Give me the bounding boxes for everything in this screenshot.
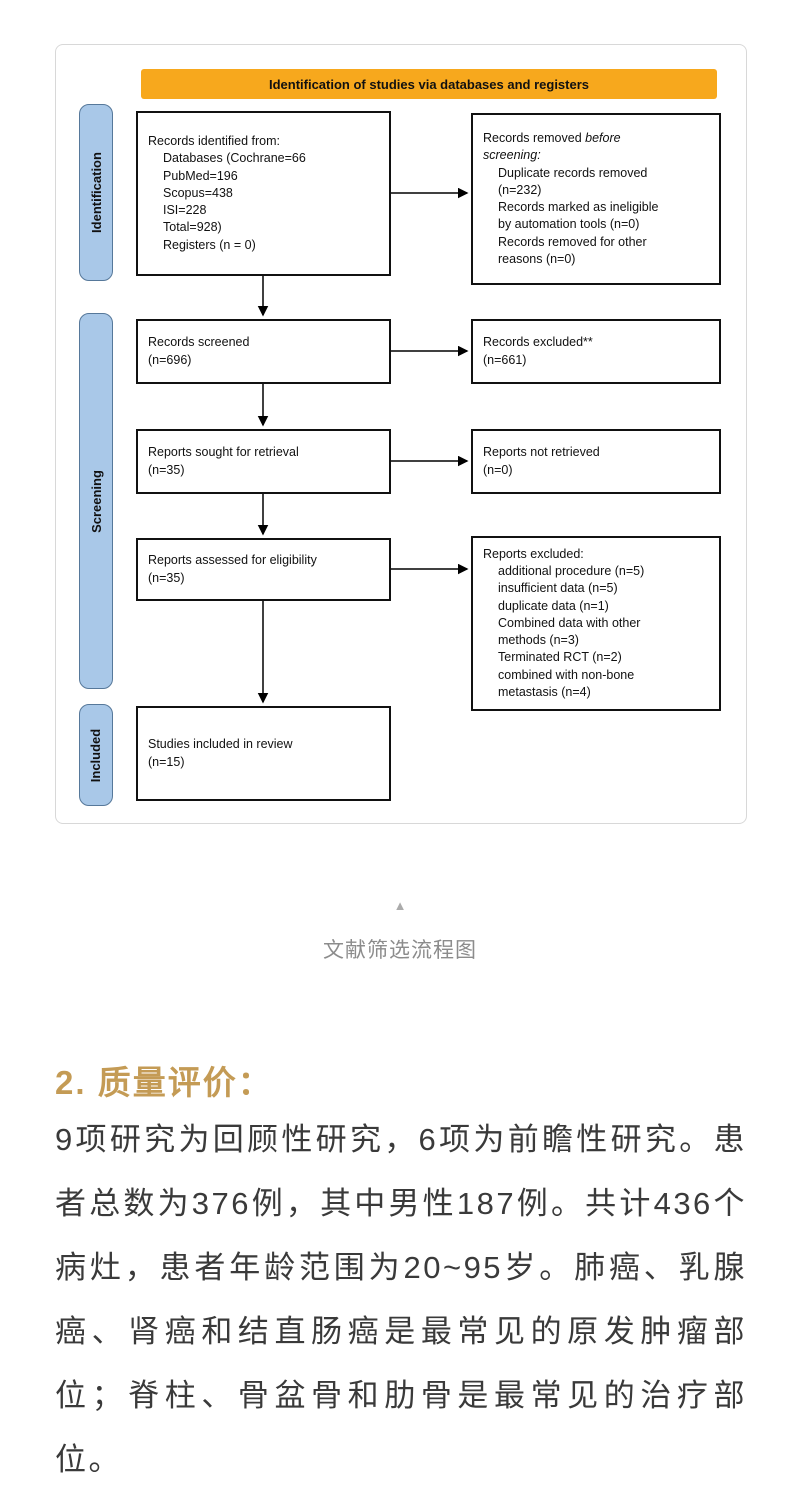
collapse-triangle-icon: ▲ [393, 898, 407, 913]
stage-identification: Identification [79, 104, 113, 281]
box-reports-not-retrieved: Reports not retrieved (n=0) [471, 429, 721, 494]
box-reports-assessed-text: Reports assessed for eligibility (n=35) [148, 553, 317, 585]
figure-caption: 文献筛选流程图 [323, 939, 477, 962]
stage-included: Included [79, 704, 113, 806]
box-records-identified-lines: Databases (Cochrane=66 PubMed=196 Scopus… [163, 151, 306, 252]
box-studies-included: Studies included in review (n=15) [136, 706, 391, 801]
box-records-identified-title: Records identified from: [148, 134, 281, 149]
box-reports-excluded-title: Reports excluded: [483, 546, 584, 561]
flowchart-banner-label: Identification of studies via databases … [268, 76, 590, 92]
flowchart-banner: Identification of studies via databases … [141, 69, 717, 99]
box-records-screened: Records screened (n=696) [136, 319, 391, 384]
box-reports-not-retrieved-text: Reports not retrieved (n=0) [483, 445, 600, 477]
stage-identification-label: Identification [88, 152, 104, 233]
box-reports-excluded-lines: additional procedure (n=5) insufficient … [498, 564, 645, 699]
section-body: 9项研究为回顾性研究，6项为前瞻性研究。患者总数为376例，其中男性187例。共… [55, 1122, 747, 1477]
box-reports-excluded: Reports excluded: additional procedure (… [471, 536, 721, 711]
box-records-screened-text: Records screened (n=696) [148, 335, 250, 367]
stage-screening-label: Screening [88, 469, 104, 533]
box-records-removed-intro: Records removed [483, 131, 586, 145]
box-records-removed: Records removed before screening: Duplic… [471, 113, 721, 285]
box-records-excluded: Records excluded** (n=661) [471, 319, 721, 384]
stage-included-label: Included [88, 728, 104, 782]
section-heading: 2. 质量评价： [55, 1064, 273, 1101]
box-reports-assessed: Reports assessed for eligibility (n=35) [136, 538, 391, 601]
box-records-identified: Records identified from: Databases (Coch… [136, 111, 391, 276]
box-records-removed-lines: Duplicate records removed (n=232) Record… [498, 165, 659, 266]
box-records-removed-intro-italic: before screening: [483, 131, 621, 163]
box-records-removed-title: Records removed before screening: [483, 130, 709, 165]
box-reports-sought-text: Reports sought for retrieval (n=35) [148, 445, 299, 477]
box-reports-sought: Reports sought for retrieval (n=35) [136, 429, 391, 494]
stage-screening: Screening [79, 313, 113, 689]
box-records-excluded-text: Records excluded** (n=661) [483, 335, 593, 367]
prisma-flowchart: Identification of studies via databases … [55, 44, 747, 824]
box-studies-included-text: Studies included in review (n=15) [148, 737, 293, 769]
